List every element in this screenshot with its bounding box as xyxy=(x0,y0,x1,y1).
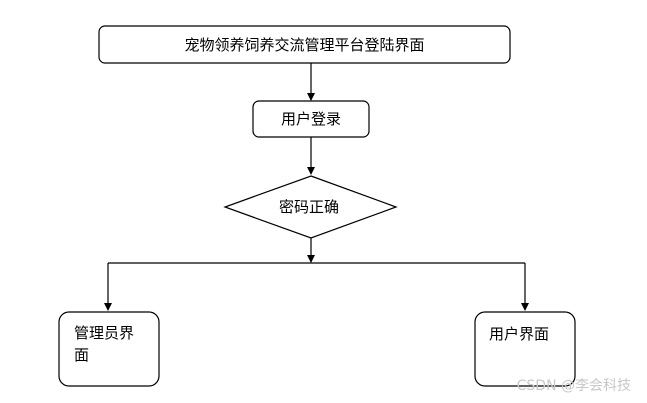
title-node: 宠物领养饲养交流管理平台登陆界面 xyxy=(98,25,511,64)
admin-node-label-line1: 管理员界 xyxy=(74,324,134,342)
user-node: 用户界面 xyxy=(474,311,576,387)
decision-node-label: 密码正确 xyxy=(279,198,339,216)
admin-node: 管理员界 面 xyxy=(58,311,160,387)
watermark-text: CSDN @李会科技 xyxy=(517,378,631,394)
login-node: 用户登录 xyxy=(252,100,370,138)
login-node-label: 用户登录 xyxy=(281,110,341,128)
admin-node-label-line2: 面 xyxy=(74,346,89,364)
title-node-label: 宠物领养饲养交流管理平台登陆界面 xyxy=(184,36,424,54)
decision-node: 密码正确 xyxy=(223,175,398,239)
user-node-label: 用户界面 xyxy=(489,325,549,343)
